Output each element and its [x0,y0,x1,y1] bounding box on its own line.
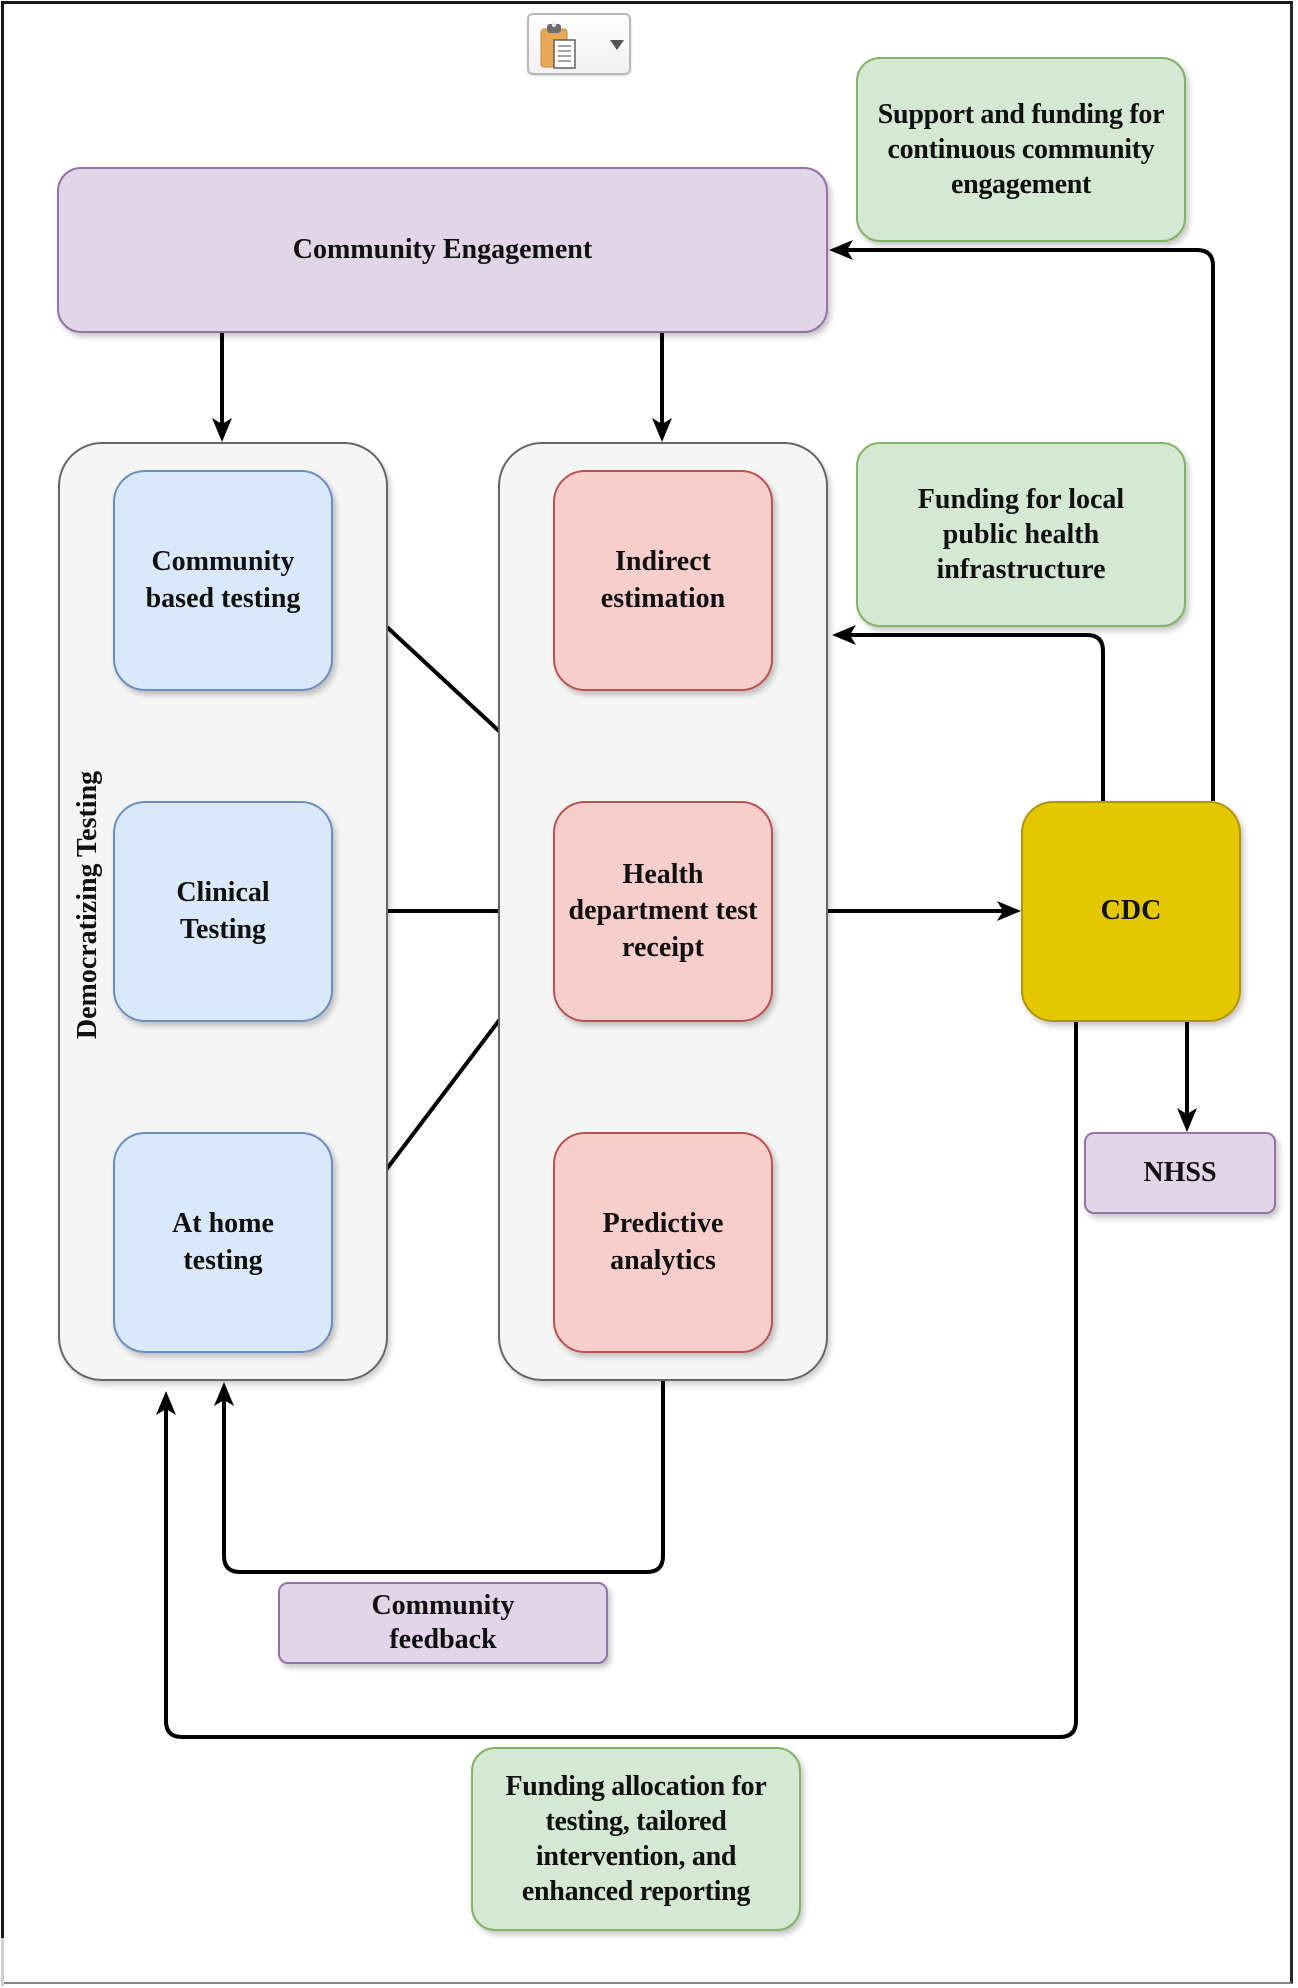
community-engagement-label: Community Engagement [292,233,593,265]
at-home-testing-label: At home testing [172,1208,274,1276]
edge-cdc-to-testing-group [156,1022,1078,1739]
edge-cdc-to-nhss [1177,1022,1197,1132]
community-based-testing-label: Community based testing [145,546,301,614]
community-feedback-label: Community feedback [371,1590,515,1655]
community-based-testing-node[interactable]: Community based testing [113,470,333,691]
clinical-testing-node[interactable]: Clinical Testing [113,801,333,1022]
health-department-test-receipt-label: Health department test receipt [568,858,758,963]
edge-engagement-to-health-group [652,333,672,442]
local-funding-label: Funding for local public health infrastr… [917,484,1125,585]
indirect-estimation-node[interactable]: Indirect estimation [553,470,773,691]
nhss-node[interactable]: NHSS [1084,1132,1276,1214]
edge-engagement-to-testing-group [212,333,232,442]
window-frame-edge [1,1938,4,1986]
paste-options-button[interactable] [527,13,631,75]
cdc-node[interactable]: CDC [1021,801,1241,1022]
health-department-test-receipt-node[interactable]: Health department test receipt [553,801,773,1022]
predictive-analytics-label: Predictive analytics [602,1208,724,1276]
cdc-label: CDC [1100,895,1162,927]
predictive-analytics-node[interactable]: Predictive analytics [553,1132,773,1353]
democratizing-testing-label: Democratizing Testing [72,770,103,1040]
funding-allocation-label: Funding allocation for testing, tailored… [505,1771,767,1907]
local-funding-note[interactable]: Funding for local public health infrastr… [856,442,1186,627]
clipboard-icon [540,22,576,69]
at-home-testing-node[interactable]: At home testing [113,1132,333,1353]
community-feedback-note[interactable]: Community feedback [278,1582,608,1664]
edge-health-group-to-testing-group [214,1381,665,1574]
indirect-estimation-label: Indirect estimation [600,546,726,614]
edge-cdc-to-health-group [832,625,1105,801]
edge-health-group-to-cdc [828,901,1021,921]
nhss-label: NHSS [1143,1156,1217,1188]
support-funding-note[interactable]: Support and funding for continuous commu… [856,57,1186,242]
dropdown-triangle-icon[interactable] [529,15,633,77]
edge-cdc-to-engagement [829,240,1215,801]
support-funding-label: Support and funding for continuous commu… [877,99,1165,200]
funding-allocation-note[interactable]: Funding allocation for testing, tailored… [471,1747,801,1931]
clinical-testing-label: Clinical Testing [176,877,270,945]
community-engagement-node[interactable]: Community Engagement [57,167,828,333]
